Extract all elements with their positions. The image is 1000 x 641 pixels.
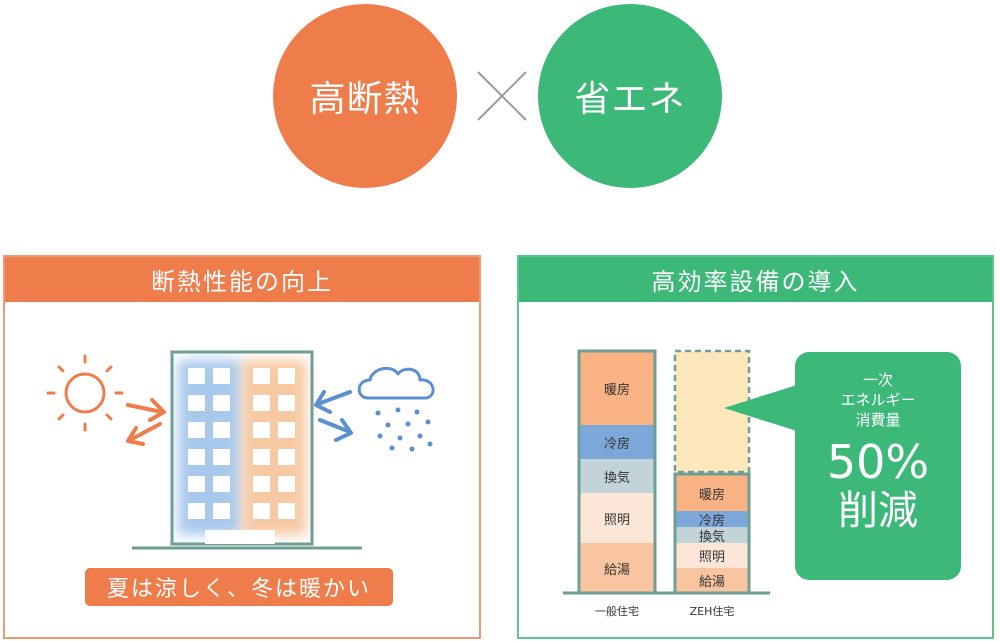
reduction-bubble: 一次 エネルギー 消費量 50% 削減	[795, 352, 961, 580]
bar-zeh-ventilation	[675, 527, 749, 543]
general-lighting-label: 照明	[603, 512, 630, 528]
general-heating-label: 暖房	[603, 382, 630, 398]
energy-saving-label: 省エネ	[574, 79, 686, 120]
bubble-line-primary: 一次	[862, 371, 893, 389]
zeh-lighting-label: 照明	[698, 550, 725, 565]
bubble-percent: 50%	[826, 435, 930, 489]
high-insulation-circle: 高断熱	[273, 4, 457, 188]
equipment-panel-title: 高効率設備の導入	[519, 257, 992, 302]
general-cooling-label: 冷房	[603, 436, 630, 452]
cold-arrow-icon	[314, 390, 353, 442]
building-icon	[132, 350, 362, 550]
general-house-label: 一般住宅	[595, 605, 639, 618]
insulation-panel: 断熱性能の向上	[3, 255, 481, 639]
bar-general-heating	[579, 351, 655, 425]
bar-zeh-cooling	[675, 511, 749, 527]
cross-icon	[477, 71, 527, 121]
zeh-ventilation-label: 換気	[698, 529, 725, 545]
bubble-line-consumption: 消費量	[855, 411, 901, 429]
zeh-heating-label: 暖房	[698, 487, 725, 503]
bubble-pointer	[724, 384, 800, 432]
insulation-panel-title: 断熱性能の向上	[5, 257, 479, 302]
bar-general-lighting	[579, 493, 655, 543]
general-hotwater-label: 給湯	[603, 562, 630, 578]
insulation-caption: 夏は涼しく、冬は暖かい	[85, 568, 393, 606]
energy-saving-circle: 省エネ	[538, 4, 722, 188]
bar-zeh-heating	[675, 475, 749, 511]
high-insulation-label: 高断熱	[309, 79, 421, 120]
snow-cloud-icon	[357, 366, 435, 452]
zeh-cooling-label: 冷房	[698, 513, 725, 529]
equipment-panel: 高効率設備の導入	[517, 255, 994, 639]
bar-general-cooling	[579, 425, 655, 459]
bubble-reduction-word: 削減	[838, 488, 918, 534]
bar-zeh-hotwater	[675, 568, 749, 593]
general-ventilation-label: 換気	[603, 470, 630, 486]
zeh-house-label: ZEH住宅	[689, 605, 735, 618]
bar-general-ventilation	[579, 459, 655, 493]
heat-arrow-icon	[126, 398, 166, 446]
bar-general-hotwater	[579, 543, 655, 593]
sun-icon	[46, 354, 124, 432]
bubble-line-energy: エネルギー	[840, 391, 916, 409]
bar-zeh-lighting	[675, 543, 749, 568]
zeh-hotwater-label: 給湯	[698, 575, 725, 590]
